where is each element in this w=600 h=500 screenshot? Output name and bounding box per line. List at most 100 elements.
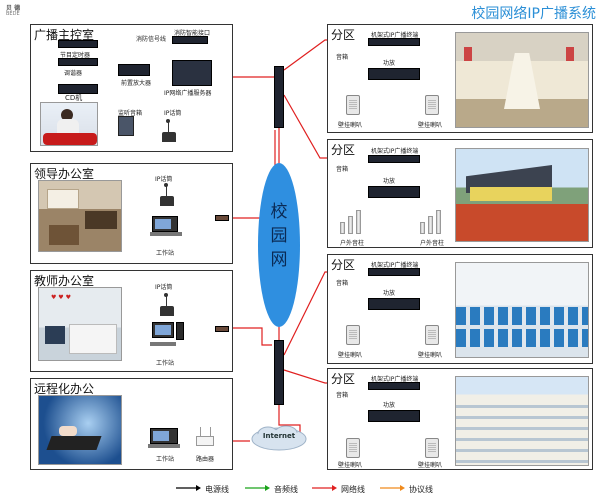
campus-network-label: 校园网 xyxy=(270,202,288,270)
teacher-ip-mic-icon xyxy=(160,293,174,316)
logo: 贝 德 BEDE xyxy=(6,3,66,19)
zone1-terminal-device xyxy=(368,38,420,46)
core-switch-bottom xyxy=(274,340,284,405)
cd-player-label: CD机 xyxy=(65,94,83,102)
fire-interface-label: 消防智能接口 xyxy=(174,30,211,37)
teacher-keyboard xyxy=(150,342,176,346)
tuner-label: 调谐器 xyxy=(64,70,83,77)
teacher-switch xyxy=(215,326,229,332)
monitor-speaker xyxy=(118,116,134,136)
ip-broadcast-server xyxy=(172,60,212,86)
zone3-terminal-device xyxy=(368,268,420,276)
zone-title: 分区 xyxy=(331,28,356,42)
zone4-right-speaker-label: 壁挂喇叭 xyxy=(418,462,443,469)
zone1-amp-label: 功放 xyxy=(383,60,396,67)
zone3-terminal-label: 机架式IP广播终端 xyxy=(371,262,419,269)
panel-title: 远程化办公 xyxy=(34,382,95,396)
cd-player-device xyxy=(58,84,98,94)
zone3-mic-label: 音箱 xyxy=(336,280,349,287)
program-timer-device xyxy=(58,40,98,48)
legend-network: 网络线 xyxy=(341,485,365,494)
page-title: 校园网络IP广播系统 xyxy=(471,6,596,22)
preamp-label: 前置放大器 xyxy=(121,80,152,87)
zone4-terminal-label: 机架式IP广播终端 xyxy=(371,376,419,383)
zone3-amp-device xyxy=(368,298,420,310)
program-timer-label: 节目定时器 xyxy=(60,52,91,59)
zone1-amp-device xyxy=(368,68,420,80)
zone2-mic-label: 音箱 xyxy=(336,166,349,173)
net-line-teacher xyxy=(232,327,272,346)
zone1-mic-label: 音箱 xyxy=(336,54,349,61)
leader-ip-mic-label: IP话筒 xyxy=(155,176,173,183)
zone-title: 分区 xyxy=(331,372,356,386)
panel-title: 广播主控室 xyxy=(34,28,95,42)
legend-audio: 音频线 xyxy=(274,485,298,494)
ip-mic-label: IP话筒 xyxy=(164,110,182,117)
remote-workstation-label: 工作站 xyxy=(156,456,175,463)
monitor-label: 监听音箱 xyxy=(118,110,143,117)
ip-mic-icon xyxy=(162,119,176,142)
zone1-left-speaker xyxy=(346,95,360,115)
teacher-monitor-icon xyxy=(152,322,174,338)
internet-label: Internet xyxy=(262,432,296,440)
panel-title: 教师办公室 xyxy=(34,274,95,288)
router-icon xyxy=(196,427,214,446)
teacher-ip-mic-label: IP话筒 xyxy=(155,284,173,291)
preamp-device xyxy=(118,64,150,76)
teacher-workstation-label: 工作站 xyxy=(156,360,175,367)
remote-keyboard xyxy=(148,444,180,448)
zone4-mic-label: 音箱 xyxy=(336,392,349,399)
zone3-right-speaker-label: 壁挂喇叭 xyxy=(418,352,443,359)
zone4-amp-device xyxy=(368,410,420,422)
zone2-left-column-1 xyxy=(340,222,345,234)
tuner-device xyxy=(58,58,98,66)
internet-cloud-icon xyxy=(251,425,307,451)
remote-office-photo xyxy=(38,395,122,465)
leader-workstation-label: 工作站 xyxy=(156,250,175,257)
panel-title: 领导办公室 xyxy=(34,167,95,181)
campus-network-core xyxy=(258,163,300,327)
zone2-photo xyxy=(455,148,589,242)
server-label: IP网络广播服务器 xyxy=(164,90,212,97)
zone2-left-column-3 xyxy=(356,210,361,234)
legend-power: 电源线 xyxy=(205,485,229,494)
zone2-amp-device xyxy=(368,186,420,198)
zone1-terminal-label: 机架式IP广播终端 xyxy=(371,32,419,39)
leader-ip-mic-icon xyxy=(160,183,174,206)
zone2-terminal-label: 机架式IP广播终端 xyxy=(371,148,419,155)
zone2-right-speaker-label: 户外音柱 xyxy=(420,240,445,247)
remote-laptop-icon xyxy=(150,428,178,444)
zone3-left-speaker xyxy=(346,325,360,345)
fire-signal-label: 消防信号线 xyxy=(136,36,167,43)
teacher-office-photo: ♥ ♥ ♥ xyxy=(38,287,122,361)
core-switch-top xyxy=(274,66,284,128)
zone2-right-column-3 xyxy=(436,210,441,234)
fire-interface-device xyxy=(172,36,208,44)
logo-sub: BEDE xyxy=(6,11,20,17)
leader-switch xyxy=(215,215,229,221)
zone4-right-speaker xyxy=(425,438,439,458)
zone3-amp-label: 功放 xyxy=(383,290,396,297)
zone-title: 分区 xyxy=(331,143,356,157)
zone2-right-column-1 xyxy=(420,222,425,234)
zone4-left-speaker xyxy=(346,438,360,458)
leader-laptop-icon xyxy=(152,216,178,232)
zone4-left-speaker-label: 壁挂喇叭 xyxy=(338,462,363,469)
zone2-terminal-device xyxy=(368,155,420,163)
teacher-pc-tower xyxy=(176,322,184,340)
leader-keyboard xyxy=(150,232,182,236)
zone1-photo xyxy=(455,32,589,128)
legend-protocol: 协议线 xyxy=(409,485,433,494)
zone1-left-speaker-label: 壁挂喇叭 xyxy=(338,122,363,129)
zone2-left-speaker-label: 户外音柱 xyxy=(340,240,365,247)
router-label: 路由器 xyxy=(196,456,215,463)
zone1-right-speaker xyxy=(425,95,439,115)
zone3-right-speaker xyxy=(425,325,439,345)
zone-title: 分区 xyxy=(331,258,356,272)
zone2-left-column-2 xyxy=(348,216,353,234)
leader-office-photo xyxy=(38,180,122,252)
zone2-right-column-2 xyxy=(428,216,433,234)
net-line-internet xyxy=(278,405,301,434)
zone4-terminal-device xyxy=(368,382,420,390)
zone1-right-speaker-label: 壁挂喇叭 xyxy=(418,122,443,129)
